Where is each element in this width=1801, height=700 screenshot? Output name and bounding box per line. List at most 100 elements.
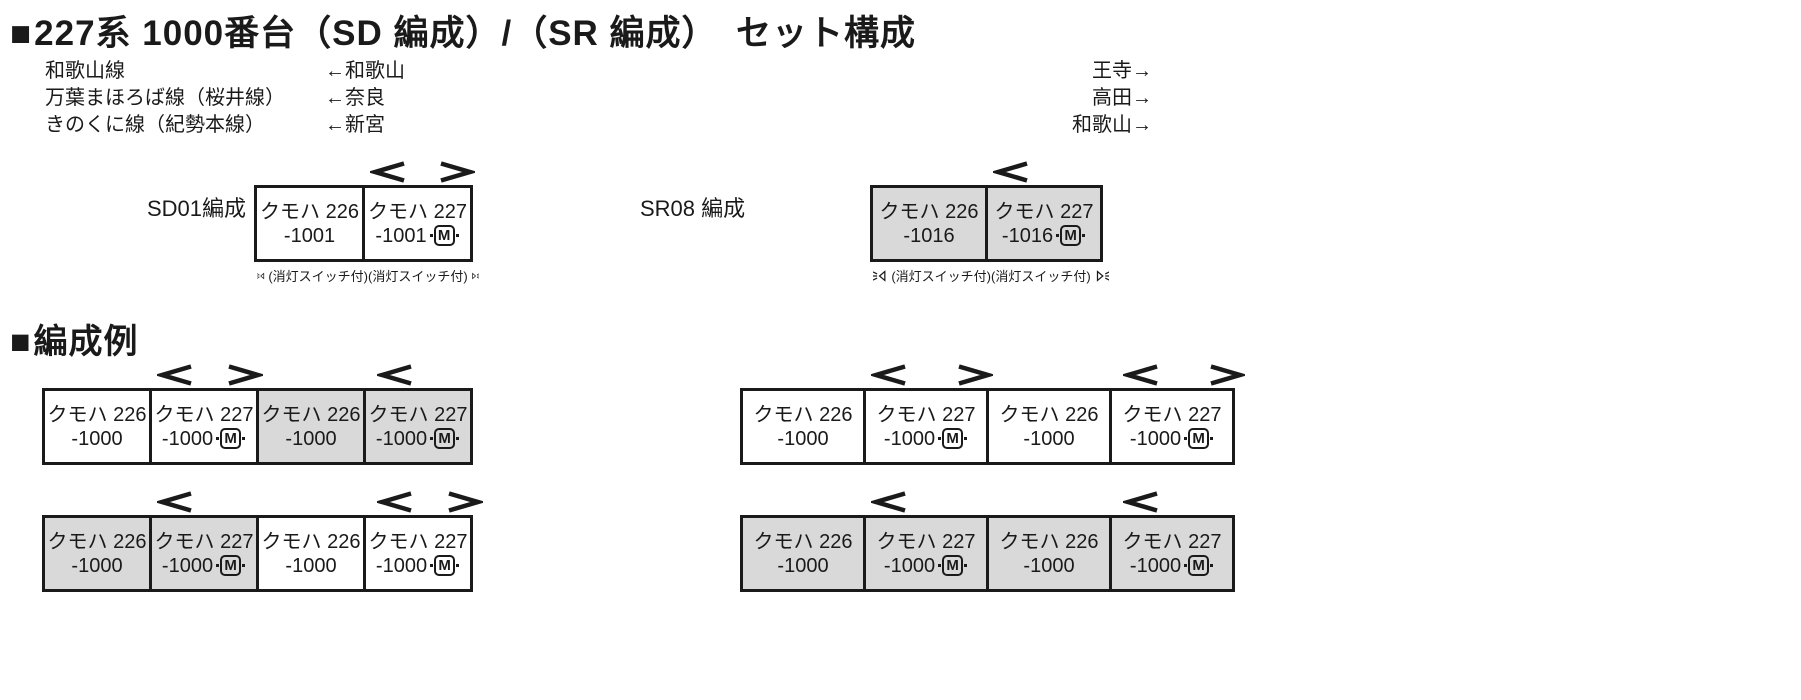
page-title-text: 227系 1000番台（SD 編成）/（SR 編成） セット構成 — [34, 14, 917, 53]
examples-heading: ■編成例 — [10, 314, 139, 363]
motor-letter: M — [942, 428, 964, 449]
car-name: クモハ 227 — [1122, 403, 1222, 426]
motor-dash — [938, 437, 942, 440]
car-number-text: -1000 — [1129, 427, 1182, 450]
route-line-name: 万葉まほろば線（桜井線） — [45, 87, 285, 109]
note-text: (消灯スイッチ付) — [991, 269, 1091, 284]
car-box: クモハ 226 -1000 — [740, 515, 866, 592]
coupler-arrow-left-icon — [1123, 491, 1158, 513]
car-box: クモハ 226 -1016 — [870, 185, 988, 262]
set-label-sd01: SD01編成 — [147, 196, 247, 221]
car-name: クモハ 227 — [368, 530, 468, 553]
car-number-text: -1000 — [777, 427, 829, 450]
motor-dash — [242, 437, 246, 440]
car-name: クモハ 227 — [154, 530, 254, 553]
motor-dash — [455, 234, 459, 237]
note-text: (消灯スイッチ付) — [891, 269, 991, 284]
car-name: クモハ 226 — [999, 403, 1099, 426]
coupler-arrow-right-icon — [448, 491, 483, 513]
motor-icon: M — [937, 428, 968, 449]
motor-dash — [430, 437, 434, 440]
section-marker-icon: ■ — [10, 323, 32, 361]
formation-example-1: クモハ 226 -1000 クモハ 227 -1000 M クモハ 226 -10… — [42, 364, 473, 465]
car-number-text: -1000 — [285, 427, 337, 450]
motor-dash — [964, 564, 968, 567]
car-number: -1000 — [1023, 554, 1074, 578]
motor-icon: M — [1183, 555, 1214, 576]
car-number-text: -1000 — [1023, 554, 1075, 577]
car-number-text: -1000 — [375, 427, 428, 450]
motor-letter: M — [220, 555, 242, 576]
motor-dash — [242, 564, 246, 567]
motor-dash — [964, 437, 968, 440]
car-box: クモハ 227 -1000 M — [1109, 388, 1235, 465]
motor-icon: M — [429, 555, 460, 576]
motor-icon: M — [937, 555, 968, 576]
headlight-icon-right — [471, 272, 479, 279]
motor-dash — [1210, 437, 1214, 440]
car-number-text: -1000 — [285, 554, 337, 577]
car-name: クモハ 227 — [154, 403, 254, 426]
car-number: -1000 M — [162, 554, 246, 578]
headlight-icon-left — [873, 269, 886, 282]
car-number-text: -1001 — [283, 224, 336, 247]
motor-dash — [938, 564, 942, 567]
car-number: -1000 M — [1130, 554, 1214, 578]
coupler-arrow-right-icon — [440, 161, 475, 183]
route-endpoint-left: ←奈良 — [325, 87, 385, 109]
car-number-text: -1000 — [161, 554, 214, 577]
car-name: クモハ 227 — [876, 403, 976, 426]
motor-icon: M — [215, 428, 246, 449]
car-name: クモハ 227 — [368, 403, 468, 426]
car-name: クモハ 226 — [879, 200, 979, 223]
section-marker-icon: ■ — [10, 14, 33, 53]
car-name: クモハ 226 — [260, 200, 359, 223]
car-box: クモハ 227 -1000 M — [149, 515, 259, 592]
motor-letter: M — [1188, 428, 1210, 449]
motor-dash — [456, 564, 460, 567]
page-title: ■227系 1000番台（SD 編成）/（SR 編成） セット構成 — [10, 5, 916, 56]
motor-icon: M — [429, 428, 460, 449]
car-number: -1000 M — [162, 427, 246, 451]
note-text: (消灯スイッチ付) — [368, 269, 468, 284]
car-number-text: -1000 — [883, 427, 936, 450]
car-name: クモハ 226 — [261, 403, 361, 426]
car-number-text: -1000 — [1023, 427, 1075, 450]
motor-dash — [1184, 564, 1188, 567]
car-number-text: -1000 — [161, 427, 214, 450]
car-name: クモハ 226 — [999, 530, 1099, 553]
motor-letter: M — [434, 428, 456, 449]
car-box: クモハ 226 -1000 — [42, 515, 152, 592]
car-name: クモハ 227 — [368, 200, 467, 223]
car-number-text: -1000 — [777, 554, 829, 577]
lights-note: (消灯スイッチ付) (消灯スイッチ付) — [257, 266, 479, 285]
car-box: クモハ 226 -1000 — [986, 388, 1112, 465]
car-number: -1000 M — [1130, 427, 1214, 451]
car-number-text: -1000 — [1129, 554, 1182, 577]
car-number: -1000 — [777, 554, 828, 578]
coupler-arrow-left-icon — [871, 491, 906, 513]
car-number: -1016 — [903, 224, 954, 248]
motor-letter: M — [220, 428, 242, 449]
coupler-arrow-right-icon — [228, 364, 263, 386]
route-endpoint-left: ←和歌山 — [325, 60, 405, 82]
car-number: -1000 — [1023, 427, 1074, 451]
car-box: クモハ 226 -1000 — [256, 388, 366, 465]
car-number: -1000 — [285, 427, 336, 451]
car-name: クモハ 226 — [753, 530, 853, 553]
car-number: -1000 M — [376, 427, 460, 451]
set-label-sr08: SR08 編成 — [640, 196, 746, 221]
motor-icon: M — [1183, 428, 1214, 449]
motor-letter: M — [1188, 555, 1210, 576]
coupler-arrow-left-icon — [157, 364, 192, 386]
car-box: クモハ 227 -1000 M — [363, 388, 473, 465]
car-box: クモハ 227 -1000 M — [149, 388, 259, 465]
motor-dash — [456, 437, 460, 440]
